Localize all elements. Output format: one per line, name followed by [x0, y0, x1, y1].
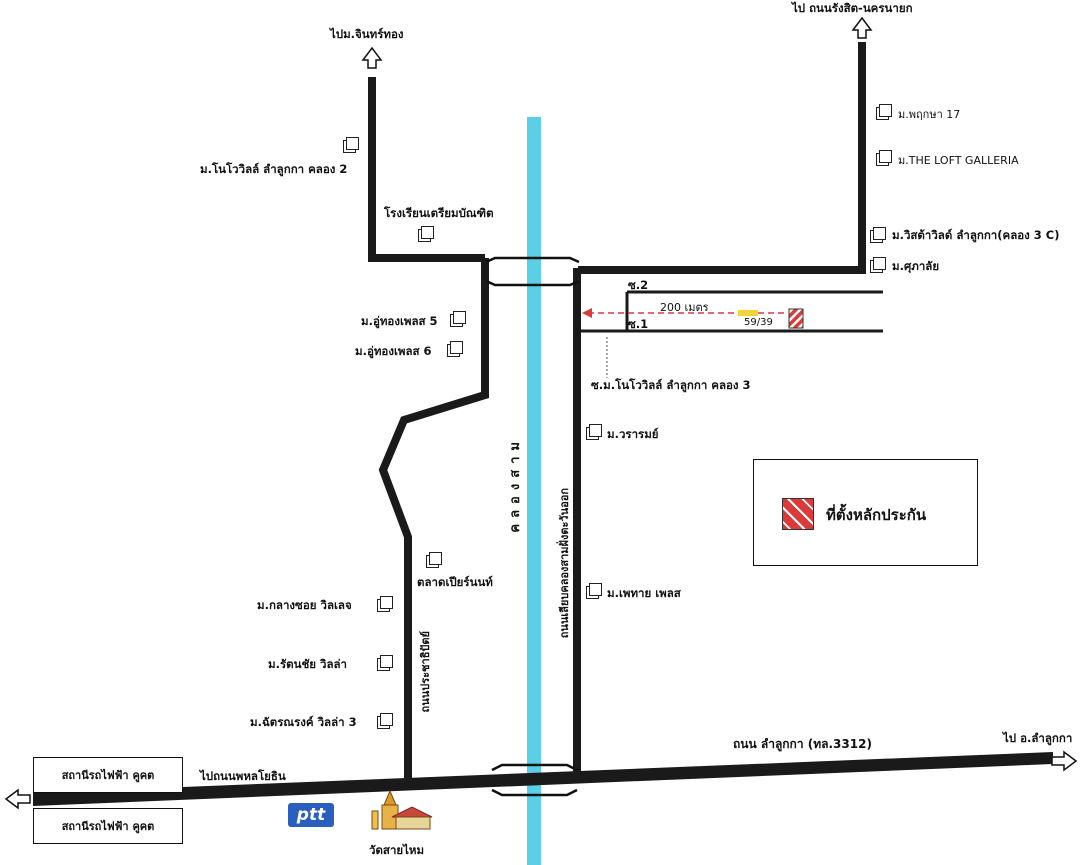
label-soi1: ซ.1: [628, 317, 649, 331]
label-novawill-k2: ม.โนโววิลล์ ลำลูกกา คลอง 2: [200, 162, 348, 176]
label-petai: ม.เพทาย เพลส: [607, 586, 681, 600]
label-chatnarong: ม.ฉัตรณรงค์ วิลล่า 3: [250, 715, 357, 729]
yellow-mark: [738, 310, 758, 316]
station-box-top: สถานีรถไฟฟ้า คูคต: [33, 757, 183, 793]
label-supalai: ม.ศุภาลัย: [892, 259, 940, 273]
prachathip-road: [378, 270, 489, 779]
bridge-bottom: [491, 763, 578, 797]
building-icon-supalai: [873, 257, 886, 270]
building-icon-chatnarong: [380, 713, 393, 726]
label-utong6: ม.อู่ทองเพลส 6: [355, 344, 432, 358]
label-utong5: ม.อู่ทองเพลส 5: [361, 314, 438, 328]
road-to-rangsit: [578, 42, 866, 274]
legend-collateral-swatch: [782, 498, 814, 530]
temple-icon: [371, 789, 433, 830]
label-temple: วัดสายไหม: [369, 843, 425, 857]
arrow-up-mintorn-icon: [361, 46, 383, 69]
building-icon-vista: [873, 227, 886, 240]
label-wararom: ม.วรารมย์: [607, 427, 659, 441]
lamlukka-road: [33, 752, 1053, 806]
property-marker[interactable]: [788, 308, 804, 329]
label-phruksa: ม.พฤกษา 17: [898, 108, 961, 121]
label-prachathip-road: ถนนประชาธิปัตย์: [419, 631, 432, 713]
building-icon-wararom: [589, 424, 602, 437]
building-icon-utong6: [450, 341, 463, 354]
building-icon-rattanachai: [380, 655, 393, 668]
label-market: ตลาดเปียร์นนท์: [417, 575, 493, 589]
label-distance: 200 เมตร: [660, 301, 709, 314]
bridge-top: [485, 256, 580, 287]
building-icon-petai: [589, 583, 602, 596]
canal-khlong-sam: [527, 117, 541, 865]
arrow-left-icon: [4, 788, 31, 810]
label-to-rangsit: ไป ถนนรังสิต-นครนายก: [792, 1, 913, 15]
building-icon-market: [429, 552, 442, 565]
building-icon-school: [421, 226, 434, 239]
legend-box: ที่ตั้งหลักประกัน: [753, 459, 978, 566]
station-box-bottom: สถานีรถไฟฟ้า คูคต: [33, 808, 183, 844]
ptt-logo: ptt: [288, 803, 334, 827]
label-to-mintorn: ไปม.จินทร์ทอง: [330, 27, 404, 41]
arrow-right-icon: [1051, 750, 1078, 772]
legend-collateral-label: ที่ตั้งหลักประกัน: [826, 506, 927, 524]
label-canal-road: ถนนเลียบคลองสามฝั่งตะวันออก: [558, 488, 571, 639]
building-icon-phruksa: [879, 104, 892, 117]
road-to-mintorn: [368, 77, 485, 262]
building-icon-klangsoi: [380, 596, 393, 609]
distance-arrow-head: [582, 308, 592, 318]
label-house-no: 59/39: [744, 317, 773, 328]
label-loft: ม.THE LOFT GALLERIA: [898, 154, 1019, 167]
label-soi-novawill-k3: ซ.ม.โนโววิลล์ ลำลูกกา คลอง 3: [591, 378, 751, 392]
label-soi2: ซ.2: [628, 278, 649, 292]
label-vista: ม.วิสต้าวิลด์ ลำลูกกา(คลอง 3 C): [892, 228, 1060, 242]
building-icon-loft: [879, 150, 892, 163]
label-to-phahon: ไปถนนพหลโยธิน: [200, 769, 286, 783]
label-canal: คลองสาม: [508, 436, 523, 533]
label-lamlukka-road: ถนน ลำลูกกา (ทล.3312): [733, 737, 872, 751]
label-rattanachai: ม.รัตนชัย วิลล่า: [268, 657, 348, 671]
label-klangsoi: ม.กลางซอย วิลเลจ: [257, 598, 352, 612]
label-school: โรงเรียนเตรียมบัณฑิต: [384, 206, 494, 220]
arrow-up-rangsit-icon: [851, 16, 873, 39]
building-icon-utong5: [453, 311, 466, 324]
label-to-lamlukka: ไป อ.ลำลูกกา: [1003, 731, 1073, 745]
building-icon-novawill-k2: [346, 137, 359, 150]
